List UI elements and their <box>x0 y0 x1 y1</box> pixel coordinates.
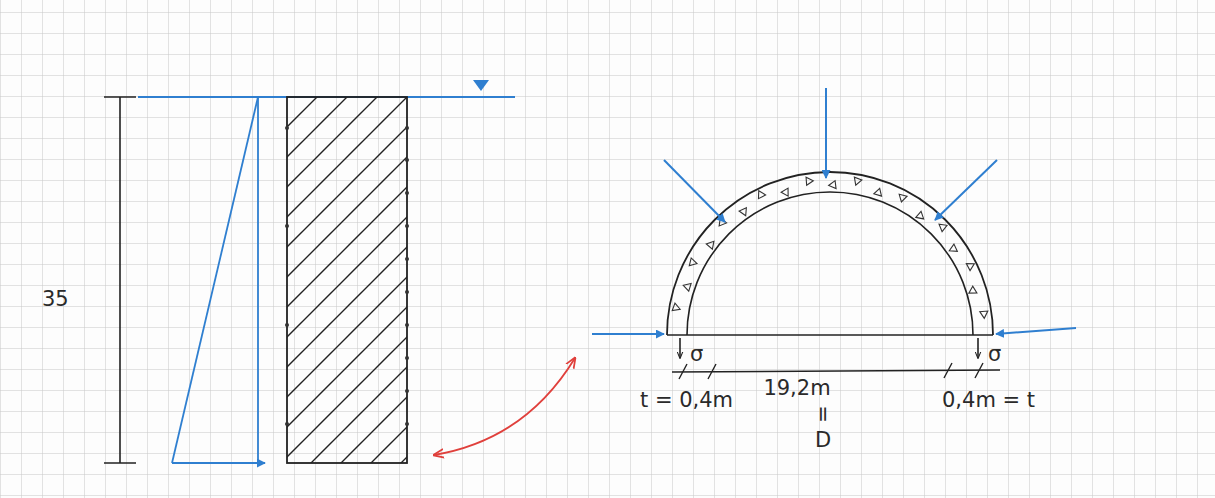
aggregate-mark <box>828 181 836 190</box>
equals-sign: = <box>811 405 835 423</box>
dot <box>405 422 409 426</box>
load-arrow <box>935 160 997 220</box>
dimension-symbol: D <box>815 428 831 452</box>
aggregate-mark <box>948 244 958 254</box>
wall-section <box>287 97 407 463</box>
dot <box>285 422 289 426</box>
dot <box>405 158 409 162</box>
aggregate-mark <box>937 221 947 232</box>
stress-symbol: σ <box>988 342 1001 366</box>
aggregate-mark <box>980 308 990 319</box>
pressure-line <box>172 97 258 463</box>
aggregate-mark <box>687 257 697 266</box>
aggregate-mark <box>966 263 974 270</box>
aggregate-mark <box>969 286 979 296</box>
dot <box>285 126 289 130</box>
dimension-value: 35 <box>42 287 69 311</box>
dot <box>405 224 409 228</box>
dot <box>405 191 409 195</box>
aggregate-mark <box>852 177 862 186</box>
dimension-value: t = 0,4m <box>640 388 733 412</box>
aggregate-mark <box>803 175 814 185</box>
aggregate-mark <box>874 188 885 199</box>
wall-dots <box>285 126 409 426</box>
aggregate-mark <box>739 208 749 218</box>
pressure-arrow <box>172 462 265 464</box>
aggregate-mark <box>899 192 908 202</box>
concrete-hatch <box>672 175 990 318</box>
load-arrow <box>664 160 725 222</box>
reference-arrow <box>434 358 575 455</box>
aggregate-mark <box>683 281 694 292</box>
aggregate-mark <box>672 303 681 313</box>
arch-outer <box>667 172 993 335</box>
aggregate-mark <box>781 186 791 196</box>
load-arrow <box>825 88 827 178</box>
dot <box>285 224 289 228</box>
dot <box>405 323 409 327</box>
arch-inner <box>687 192 973 335</box>
dot <box>405 290 409 294</box>
arch-base <box>667 334 993 336</box>
dot <box>405 356 409 360</box>
dot <box>405 126 409 130</box>
stress-arrow <box>679 338 681 358</box>
water-level-symbol <box>473 80 489 91</box>
dimension-tick <box>679 363 983 379</box>
stress-arrow <box>977 338 979 358</box>
dot <box>405 389 409 393</box>
load-arrow <box>996 328 1076 334</box>
aggregate-mark <box>706 240 714 249</box>
dot <box>405 257 409 261</box>
dimension-line <box>672 370 1000 372</box>
dot <box>285 323 289 327</box>
dimension-value: 0,4m = t <box>942 388 1035 412</box>
dimension-value: 19,2m <box>763 376 830 400</box>
load-arrow <box>592 333 664 335</box>
stress-symbol: σ <box>690 342 703 366</box>
dimension-line <box>104 97 136 463</box>
aggregate-mark <box>758 191 765 199</box>
aggregate-mark <box>916 211 925 219</box>
pressure-line <box>257 97 259 463</box>
